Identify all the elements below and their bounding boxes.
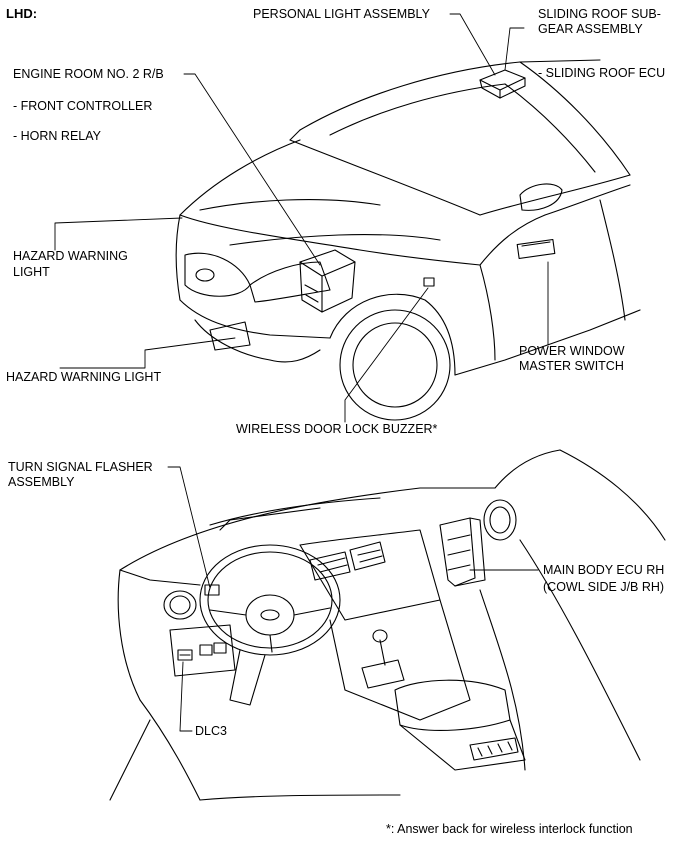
label-power-window-master-switch-line1: POWER WINDOW <box>519 344 625 358</box>
leader-lines-top <box>54 13 549 423</box>
label-front-controller: - FRONT CONTROLLER <box>13 99 153 113</box>
leader-lines-bottom <box>167 466 539 732</box>
label-hazard-warning-light-top-line2: LIGHT <box>13 265 50 279</box>
label-sliding-roof-sub-gear-line1: SLIDING ROOF SUB- <box>538 7 661 21</box>
label-sliding-roof-sub-gear-line2: GEAR ASSEMBLY <box>538 22 643 36</box>
label-dlc3: DLC3 <box>195 724 227 738</box>
dashboard-illustration <box>109 449 666 801</box>
label-turn-signal-flasher-line1: TURN SIGNAL FLASHER <box>8 460 153 474</box>
label-engine-room-no2-rb: ENGINE ROOM NO. 2 R/B <box>13 67 164 81</box>
diagram-title: LHD: <box>6 6 38 21</box>
car-exterior-illustration <box>175 59 641 421</box>
label-turn-signal-flasher-line2: ASSEMBLY <box>8 475 75 489</box>
label-main-body-ecu-rh-line1: MAIN BODY ECU RH <box>543 563 665 577</box>
label-horn-relay: - HORN RELAY <box>13 129 101 143</box>
label-wireless-door-lock-buzzer: WIRELESS DOOR LOCK BUZZER* <box>236 422 438 436</box>
label-personal-light-assembly: PERSONAL LIGHT ASSEMBLY <box>253 7 430 21</box>
label-sliding-roof-ecu: - SLIDING ROOF ECU <box>538 66 666 80</box>
label-main-body-ecu-rh-line2: (COWL SIDE J/B RH) <box>543 580 665 594</box>
label-hazard-warning-light-top-line1: HAZARD WARNING <box>13 249 128 263</box>
label-power-window-master-switch-line2: MASTER SWITCH <box>519 359 624 373</box>
footnote: *: Answer back for wireless interlock fu… <box>386 822 633 836</box>
label-hazard-warning-light-bottom: HAZARD WARNING LIGHT <box>6 370 162 384</box>
